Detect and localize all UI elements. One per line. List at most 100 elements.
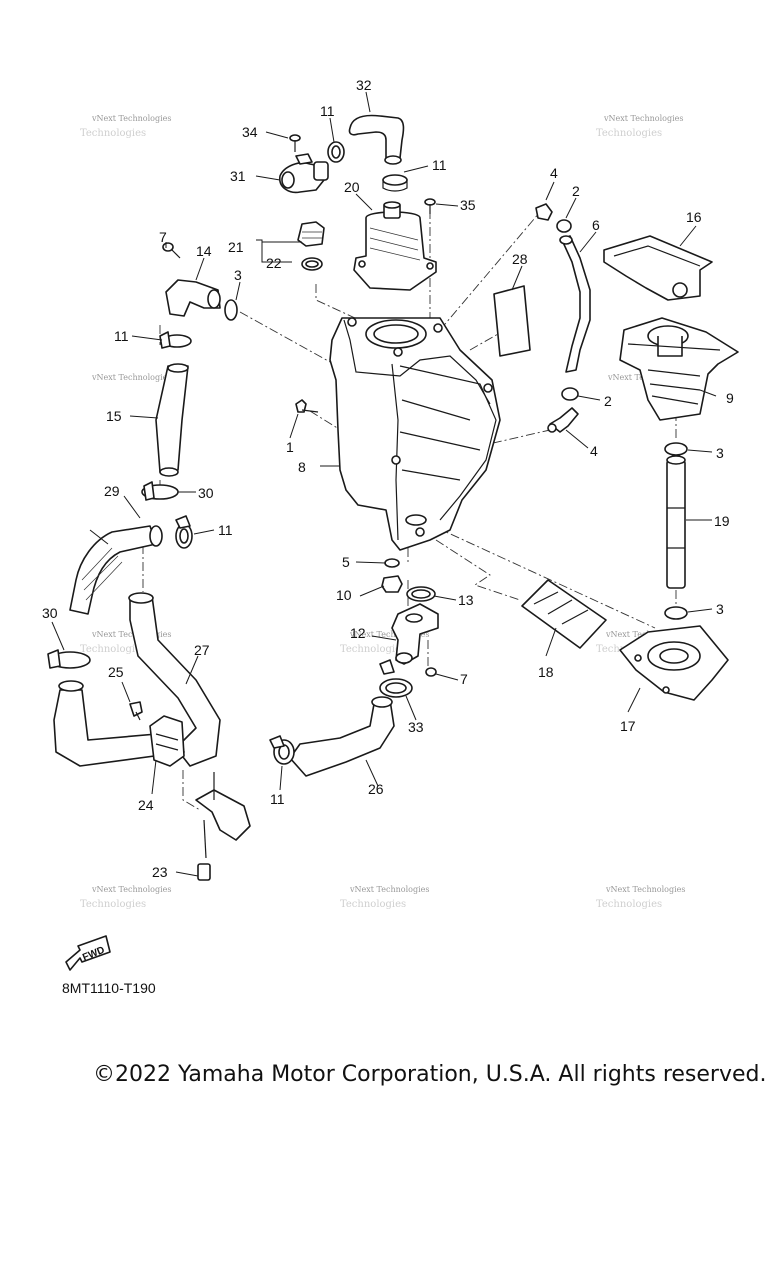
callout-4: 4 — [550, 165, 558, 181]
callout-33: 33 — [408, 719, 424, 735]
callout-25: 25 — [108, 664, 124, 680]
part-28-pad[interactable] — [493, 285, 531, 357]
callout-13: 13 — [458, 592, 474, 608]
watermark-text: vNext Technologies — [349, 630, 429, 639]
callout-26: 26 — [368, 781, 384, 797]
callout-4: 4 — [590, 443, 598, 459]
part-24-grommet[interactable] — [149, 715, 185, 767]
callout-29: 29 — [104, 483, 120, 499]
watermark-text: vNext Technologies — [91, 630, 171, 639]
callout-6: 6 — [592, 217, 600, 233]
part-23-clip[interactable] — [197, 863, 211, 881]
part-6-hose[interactable] — [559, 235, 591, 373]
part-22-oring[interactable] — [301, 257, 323, 271]
callout-12: 12 — [350, 625, 366, 641]
alignment-line — [315, 284, 356, 319]
callout-1: 1 — [286, 439, 294, 455]
fwd-arrow-icon: FWD — [65, 935, 111, 971]
callout-28: 28 — [512, 251, 528, 267]
part-9-housing[interactable] — [619, 317, 739, 421]
part-3-oring-lower[interactable] — [664, 606, 688, 620]
callout-16: 16 — [686, 209, 702, 225]
part-15-hose[interactable] — [155, 363, 189, 477]
part-19-pipe[interactable] — [666, 455, 686, 589]
part-4-fitting-upper[interactable] — [535, 203, 553, 221]
callout-11: 11 — [114, 328, 129, 344]
part-10-drain-plug[interactable] — [381, 575, 403, 593]
part-33-clamp[interactable] — [379, 659, 413, 698]
diagram-code: 8MT1110-T190 — [62, 980, 156, 996]
part-31-fitting[interactable] — [279, 153, 329, 194]
part-5-washer[interactable] — [384, 558, 400, 568]
part-2-cap-upper[interactable] — [556, 219, 572, 233]
part-32-hose[interactable] — [348, 114, 405, 165]
part-4-fitting-lower[interactable] — [547, 407, 579, 433]
part-8-tank[interactable] — [329, 317, 501, 551]
part-14-elbow[interactable] — [165, 279, 221, 317]
part-27-hose[interactable] — [53, 592, 221, 767]
callout-17: 17 — [620, 718, 636, 734]
callout-3: 3 — [716, 445, 724, 461]
part-18-pad[interactable] — [521, 579, 607, 649]
part-13-oring[interactable] — [406, 586, 436, 602]
leader-lines — [51, 91, 717, 877]
part-11-clamp-top-right[interactable] — [382, 174, 408, 192]
part-3-oring-upper[interactable] — [664, 442, 688, 456]
callout-11: 11 — [218, 522, 233, 538]
alignment-line — [182, 770, 201, 811]
watermark-text: vNext Technologies — [349, 885, 429, 894]
watermark-text: Technologies — [596, 899, 662, 910]
alignment-line — [435, 539, 521, 601]
alignment-line — [439, 211, 541, 331]
callout-18: 18 — [538, 664, 554, 680]
part-25-screw[interactable] — [129, 701, 143, 721]
part-11-clamp-left[interactable] — [159, 331, 192, 349]
watermark-text: Technologies — [340, 899, 406, 910]
part-11-clamp-lower[interactable] — [269, 735, 295, 765]
part-16-plate[interactable] — [603, 235, 713, 301]
callout-30: 30 — [42, 605, 58, 621]
part-7-bolt-lower[interactable] — [425, 667, 437, 677]
part-34-screw[interactable] — [289, 134, 301, 152]
callout-3: 3 — [234, 267, 242, 283]
callout-numbers: 32 11 34 31 11 20 35 4 2 6 16 28 7 14 21… — [42, 77, 734, 880]
callout-31: 31 — [230, 168, 246, 184]
callout-11: 11 — [432, 157, 447, 173]
callout-27: 27 — [194, 642, 210, 658]
part-1-bolt[interactable] — [295, 399, 319, 413]
callout-3: 3 — [716, 601, 724, 617]
watermark-text: vNext Technologies — [605, 885, 685, 894]
callout-15: 15 — [106, 408, 122, 424]
part-3-oring-left[interactable] — [224, 299, 238, 321]
part-11-clamp-top-left[interactable] — [327, 141, 345, 163]
part-35-bolt[interactable] — [424, 198, 436, 214]
callout-2: 2 — [572, 183, 580, 199]
watermark-text: vNext Technologies — [91, 373, 171, 382]
part-29-hose[interactable] — [69, 525, 163, 615]
part-30-clamp-lower[interactable] — [47, 649, 91, 669]
watermark-text: Technologies — [80, 644, 146, 655]
part-21-cap[interactable] — [297, 221, 325, 247]
callout-21: 21 — [228, 239, 244, 255]
part-2-cap-lower[interactable] — [561, 387, 579, 401]
part-30-clamp-upper[interactable] — [141, 481, 179, 501]
watermark-text: vNext Technologies — [91, 885, 171, 894]
callout-32: 32 — [356, 77, 372, 93]
part-20-upper-box[interactable] — [353, 201, 437, 291]
callout-8: 8 — [298, 459, 306, 475]
callout-30: 30 — [198, 485, 214, 501]
part-17-base-plate[interactable] — [619, 625, 729, 701]
watermark-text: Technologies — [80, 899, 146, 910]
part-7-bolt-upper[interactable] — [162, 242, 181, 259]
part-26-hose[interactable] — [289, 696, 395, 777]
callout-7: 7 — [159, 229, 167, 245]
part-12-outlet[interactable] — [391, 603, 439, 665]
part-bracket — [195, 772, 251, 859]
watermark-text: Technologies — [596, 128, 662, 139]
callout-5: 5 — [342, 554, 350, 570]
callout-11: 11 — [320, 103, 335, 119]
callout-23: 23 — [152, 864, 168, 880]
watermark-text: Technologies — [340, 644, 406, 655]
part-11-clamp-mid[interactable] — [175, 515, 193, 549]
